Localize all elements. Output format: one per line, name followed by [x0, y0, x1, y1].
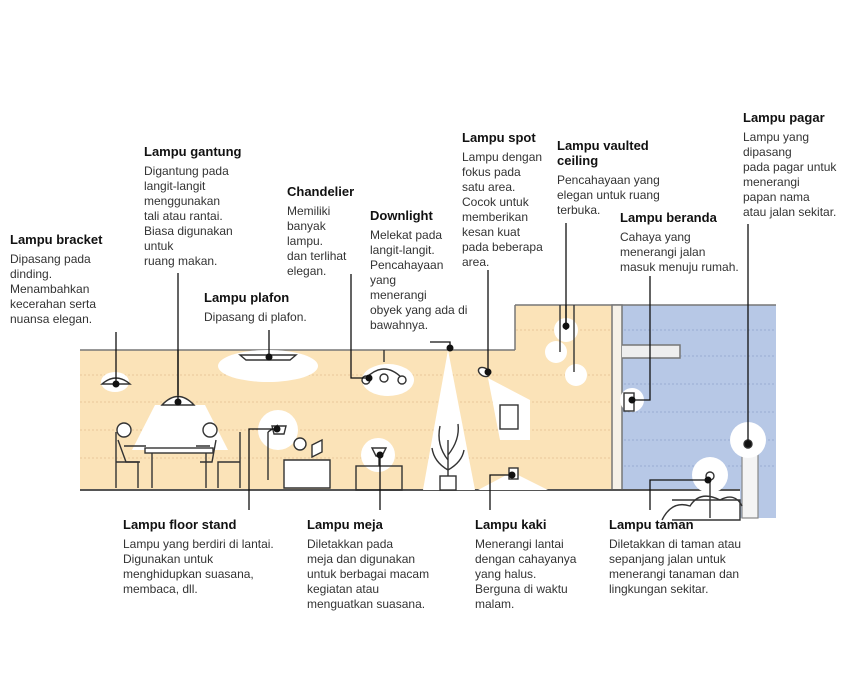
- label-description: Diletakkan pada meja dan digunakan untuk…: [307, 537, 430, 611]
- label-description: Diletakkan di taman atau sepanjang jalan…: [609, 537, 742, 596]
- label-lampu-plafon: Lampu plafon Dipasang di plafon.: [204, 290, 334, 325]
- label-title: Lampu beranda: [620, 210, 717, 225]
- label-lampu-vaulted-ceiling: Lampu vaulted ceiling Pencahayaan yang e…: [557, 138, 677, 218]
- leader-dots: [112, 322, 752, 484]
- label-chandelier: Chandelier Memiliki banyak lampu. dan te…: [287, 184, 367, 279]
- label-description: Lampu yang berdiri di lantai. Digunakan …: [123, 537, 274, 596]
- label-lampu-bracket: Lampu bracket Dipasang pada dinding. Men…: [10, 232, 125, 327]
- label-description: Menerangi lantai dengan cahayanya yang h…: [475, 537, 577, 611]
- label-description: Memiliki banyak lampu. dan terlihat eleg…: [287, 204, 347, 278]
- label-description: Digantung pada langit-langit menggunakan…: [144, 164, 233, 268]
- label-title: Lampu plafon: [204, 290, 290, 305]
- label-title: Lampu taman: [609, 517, 694, 532]
- label-lampu-kaki: Lampu kaki Menerangi lantai dengan cahay…: [475, 517, 595, 612]
- fence-post: [741, 451, 759, 519]
- label-description: Melekat pada langit-langit. Pencahayaan …: [370, 228, 468, 332]
- leader-lines: [115, 223, 749, 510]
- label-description: Dipasang pada dinding. Menambahkan kecer…: [10, 252, 97, 326]
- interior-area: [80, 305, 615, 490]
- label-description: Lampu dengan fokus pada satu area. Cocok…: [462, 150, 543, 269]
- light-fixtures: [100, 305, 753, 521]
- label-title: Downlight: [370, 208, 433, 223]
- label-title: Chandelier: [287, 184, 355, 199]
- label-description: Dipasang di plafon.: [204, 310, 307, 324]
- label-lampu-beranda: Lampu beranda Cahaya yang menerangi jala…: [620, 210, 755, 275]
- label-lampu-spot: Lampu spot Lampu dengan fokus pada satu …: [462, 130, 557, 270]
- label-title: Lampu meja: [307, 517, 383, 532]
- house-structure: [80, 304, 776, 491]
- label-lampu-floor-stand: Lampu floor stand Lampu yang berdiri di …: [123, 517, 303, 597]
- label-title: Lampu gantung: [144, 144, 242, 159]
- label-title: Lampu spot: [462, 130, 536, 145]
- label-title: Lampu vaulted ceiling: [557, 138, 649, 168]
- label-title: Lampu pagar: [743, 110, 825, 125]
- label-description: Lampu yang dipasang pada pagar untuk men…: [743, 130, 837, 219]
- label-title: Lampu floor stand: [123, 517, 237, 532]
- label-description: Cahaya yang menerangi jalan masuk menuju…: [620, 230, 739, 274]
- label-lampu-pagar: Lampu pagar Lampu yang dipasang pada pag…: [743, 110, 848, 220]
- label-description: Pencahayaan yang elegan untuk ruang terb…: [557, 173, 660, 217]
- label-lampu-gantung: Lampu gantung Digantung pada langit-lang…: [144, 144, 269, 269]
- label-lampu-meja: Lampu meja Diletakkan pada meja dan digu…: [307, 517, 457, 612]
- label-title: Lampu bracket: [10, 232, 103, 247]
- label-title: Lampu kaki: [475, 517, 547, 532]
- label-lampu-taman: Lampu taman Diletakkan di taman atau sep…: [609, 517, 769, 597]
- label-downlight: Downlight Melekat pada langit-langit. Pe…: [370, 208, 485, 333]
